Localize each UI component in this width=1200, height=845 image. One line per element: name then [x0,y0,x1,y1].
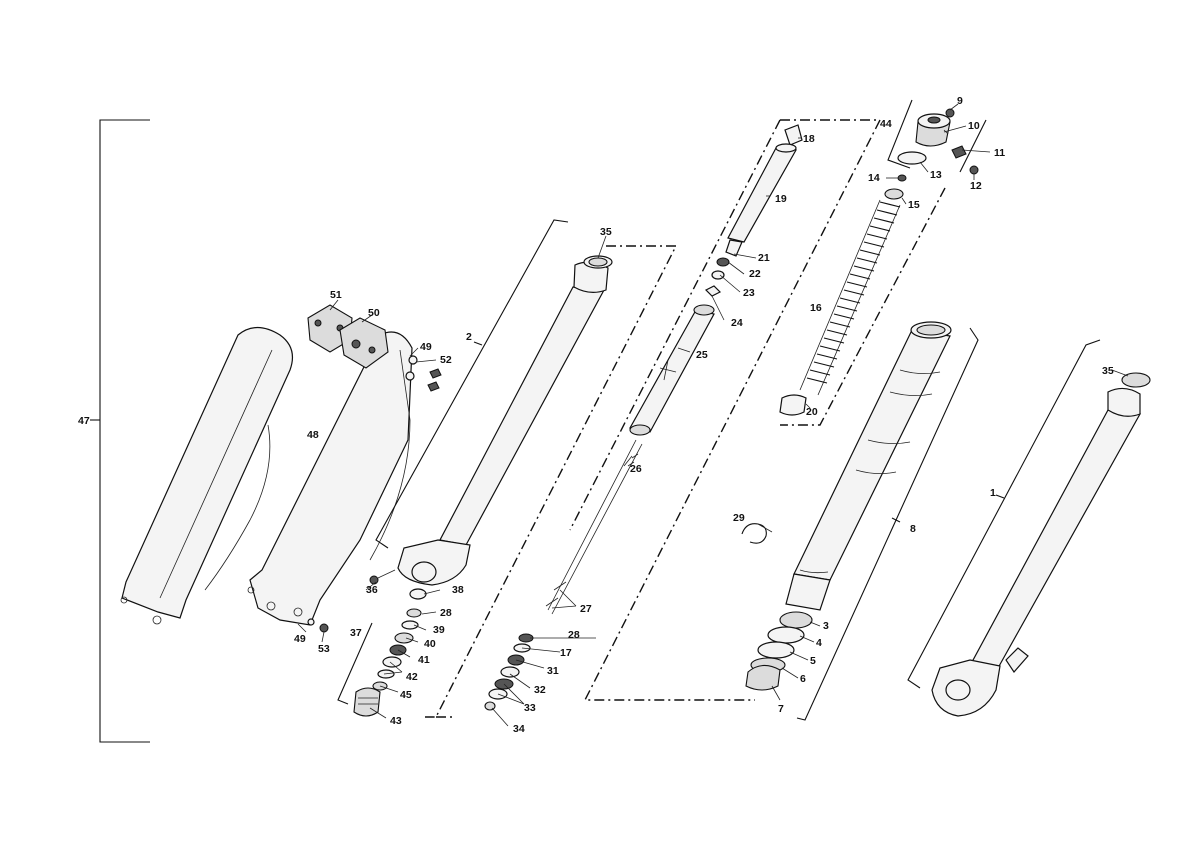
complete-fork-leg [931,372,1151,717]
label-22: 22 [749,268,761,280]
valve-stack-left [353,588,427,717]
label-18: 18 [803,133,815,145]
damper-group-outline [425,245,678,718]
label-20a: 20 [806,406,818,418]
part-labels: 1 2 3 4 5 6 7 8 9 10 11 12 13 14 15 16 1… [78,95,1114,735]
bracket-2 [375,219,569,549]
label-31: 31 [547,665,559,677]
label-8: 8 [910,523,916,535]
label-6: 6 [800,673,806,685]
label-26: 26 [630,463,642,475]
label-35a: 35 [600,226,612,238]
label-23: 23 [743,287,755,299]
label-41: 41 [418,654,430,666]
label-4: 4 [816,637,822,649]
label-39: 39 [433,624,445,636]
label-9: 9 [957,95,963,107]
label-48: 48 [307,429,319,441]
label-42: 42 [406,671,418,683]
fork-guard-right [247,331,413,626]
label-24: 24 [731,317,743,329]
label-45: 45 [400,689,412,701]
label-27: 27 [580,603,592,615]
label-34: 34 [513,723,525,735]
label-28a: 28 [440,607,452,619]
label-16: 16 [810,302,822,314]
cartridge-group-outline [569,119,882,701]
label-33: 33 [524,702,536,714]
bracket-1 [907,339,1101,689]
label-17: 17 [560,647,572,659]
label-36: 36 [366,584,378,596]
circlip-29 [741,523,773,544]
label-13: 13 [930,169,942,181]
fork-cap [884,108,979,200]
bracket-37 [337,622,373,705]
label-1: 1 [990,487,996,499]
label-47: 47 [78,415,90,427]
label-50: 50 [368,307,380,319]
label-44: 44 [880,118,892,130]
label-3: 3 [823,620,829,632]
label-40: 40 [424,638,436,650]
label-43: 43 [390,715,402,727]
label-52: 52 [440,354,452,366]
bracket-8 [796,327,979,721]
label-37: 37 [350,627,362,639]
label-11: 11 [994,147,1005,159]
label-38: 38 [452,584,464,596]
label-51: 51 [330,289,342,301]
leader-lines [297,103,1129,727]
bracket-47 [90,119,150,743]
label-15: 15 [908,199,920,211]
label-49b: 49 [294,633,306,645]
label-25: 25 [696,349,708,361]
label-14: 14 [868,172,880,184]
outer-fork-tube [369,255,613,586]
label-29: 29 [733,512,745,524]
fork-spring [779,199,901,416]
label-10: 10 [968,120,980,132]
label-32: 32 [534,684,546,696]
seal-stack [745,611,813,691]
fork-guard-left [120,326,293,625]
label-53: 53 [318,643,330,655]
damper-cartridge [545,124,803,615]
label-19: 19 [775,193,787,205]
inner-fork-tube [785,321,952,611]
label-5: 5 [810,655,816,667]
label-2: 2 [466,331,472,343]
label-7: 7 [778,703,784,715]
label-21: 21 [758,252,770,264]
label-35b: 35 [1102,365,1114,377]
guard-clamp-parts [307,304,442,633]
label-28b: 28 [568,629,580,641]
label-49a: 49 [420,341,432,353]
spring-group-outline [780,99,987,426]
label-12: 12 [970,180,982,192]
